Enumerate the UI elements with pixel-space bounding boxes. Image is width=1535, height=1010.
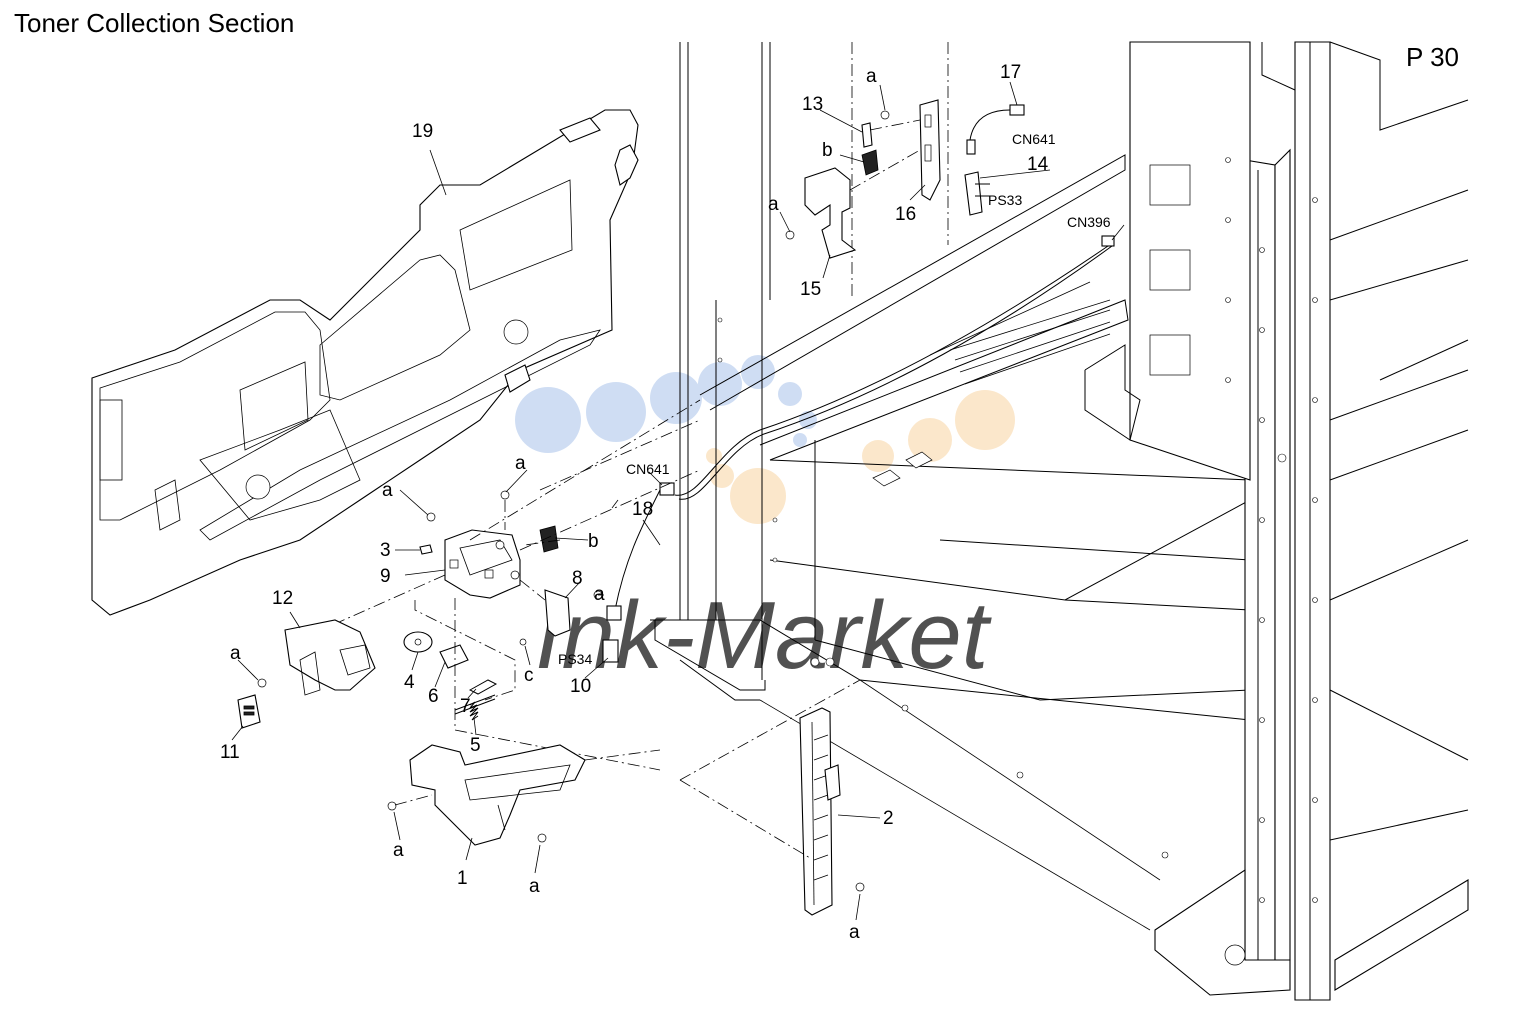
label-cn396: CN396 xyxy=(1067,214,1111,230)
callout-9: 9 xyxy=(380,566,391,587)
callout-a: a xyxy=(768,194,779,215)
callout-17: 17 xyxy=(1000,62,1021,83)
callout-16: 16 xyxy=(895,204,916,225)
callout-a: a xyxy=(382,480,393,501)
callout-b: b xyxy=(588,531,599,552)
callout-12: 12 xyxy=(272,588,293,609)
callout-14: 14 xyxy=(1027,154,1049,175)
main-frame xyxy=(650,41,1469,1001)
callout-b: b xyxy=(822,140,833,161)
leader-lines xyxy=(231,81,1125,921)
callout-13: 13 xyxy=(802,94,823,115)
callout-2: 2 xyxy=(883,808,894,829)
part-1-bracket xyxy=(387,744,661,846)
label-ps34: PS34 xyxy=(558,651,592,667)
label-cn641-lower: CN641 xyxy=(626,461,670,477)
callout-10: 10 xyxy=(570,676,591,697)
callout-18: 18 xyxy=(632,499,653,520)
callout-a: a xyxy=(594,584,605,605)
label-ps33: PS33 xyxy=(988,192,1022,208)
callout-19: 19 xyxy=(412,121,433,142)
upper-sensor-assembly xyxy=(785,99,1025,259)
callout-3: 3 xyxy=(380,540,391,561)
watermark: Ink-Market xyxy=(515,355,1015,689)
callout-a: a xyxy=(866,66,877,87)
callout-5: 5 xyxy=(470,735,481,756)
callout-a: a xyxy=(393,840,404,861)
callout-a: a xyxy=(515,453,526,474)
callout-1: 1 xyxy=(457,868,468,889)
page-title: Toner Collection Section xyxy=(14,8,295,38)
callout-11: 11 xyxy=(220,742,240,763)
middle-assembly xyxy=(309,399,701,771)
callout-4: 4 xyxy=(404,672,415,693)
part-18-harness xyxy=(606,235,1115,621)
part-2-guide-rail xyxy=(679,679,865,916)
callout-7: 7 xyxy=(460,696,471,717)
page-number: P 30 xyxy=(1406,42,1460,72)
callout-a: a xyxy=(230,643,241,664)
callout-15: 15 xyxy=(800,279,821,300)
callout-a: a xyxy=(849,922,860,943)
part-12-11-assembly xyxy=(237,619,376,729)
part-19-toner-collection-box xyxy=(91,109,639,616)
callout-c: c xyxy=(524,665,534,686)
label-cn641-upper: CN641 xyxy=(1012,131,1056,147)
callout-8: 8 xyxy=(572,568,583,589)
callout-a: a xyxy=(529,876,540,897)
watermark-text: Ink-Market xyxy=(535,582,992,689)
callout-labels: 19 17 a 13 CN641 14 b PS33 a 16 CN396 15… xyxy=(220,62,1111,943)
callout-6: 6 xyxy=(428,686,439,707)
